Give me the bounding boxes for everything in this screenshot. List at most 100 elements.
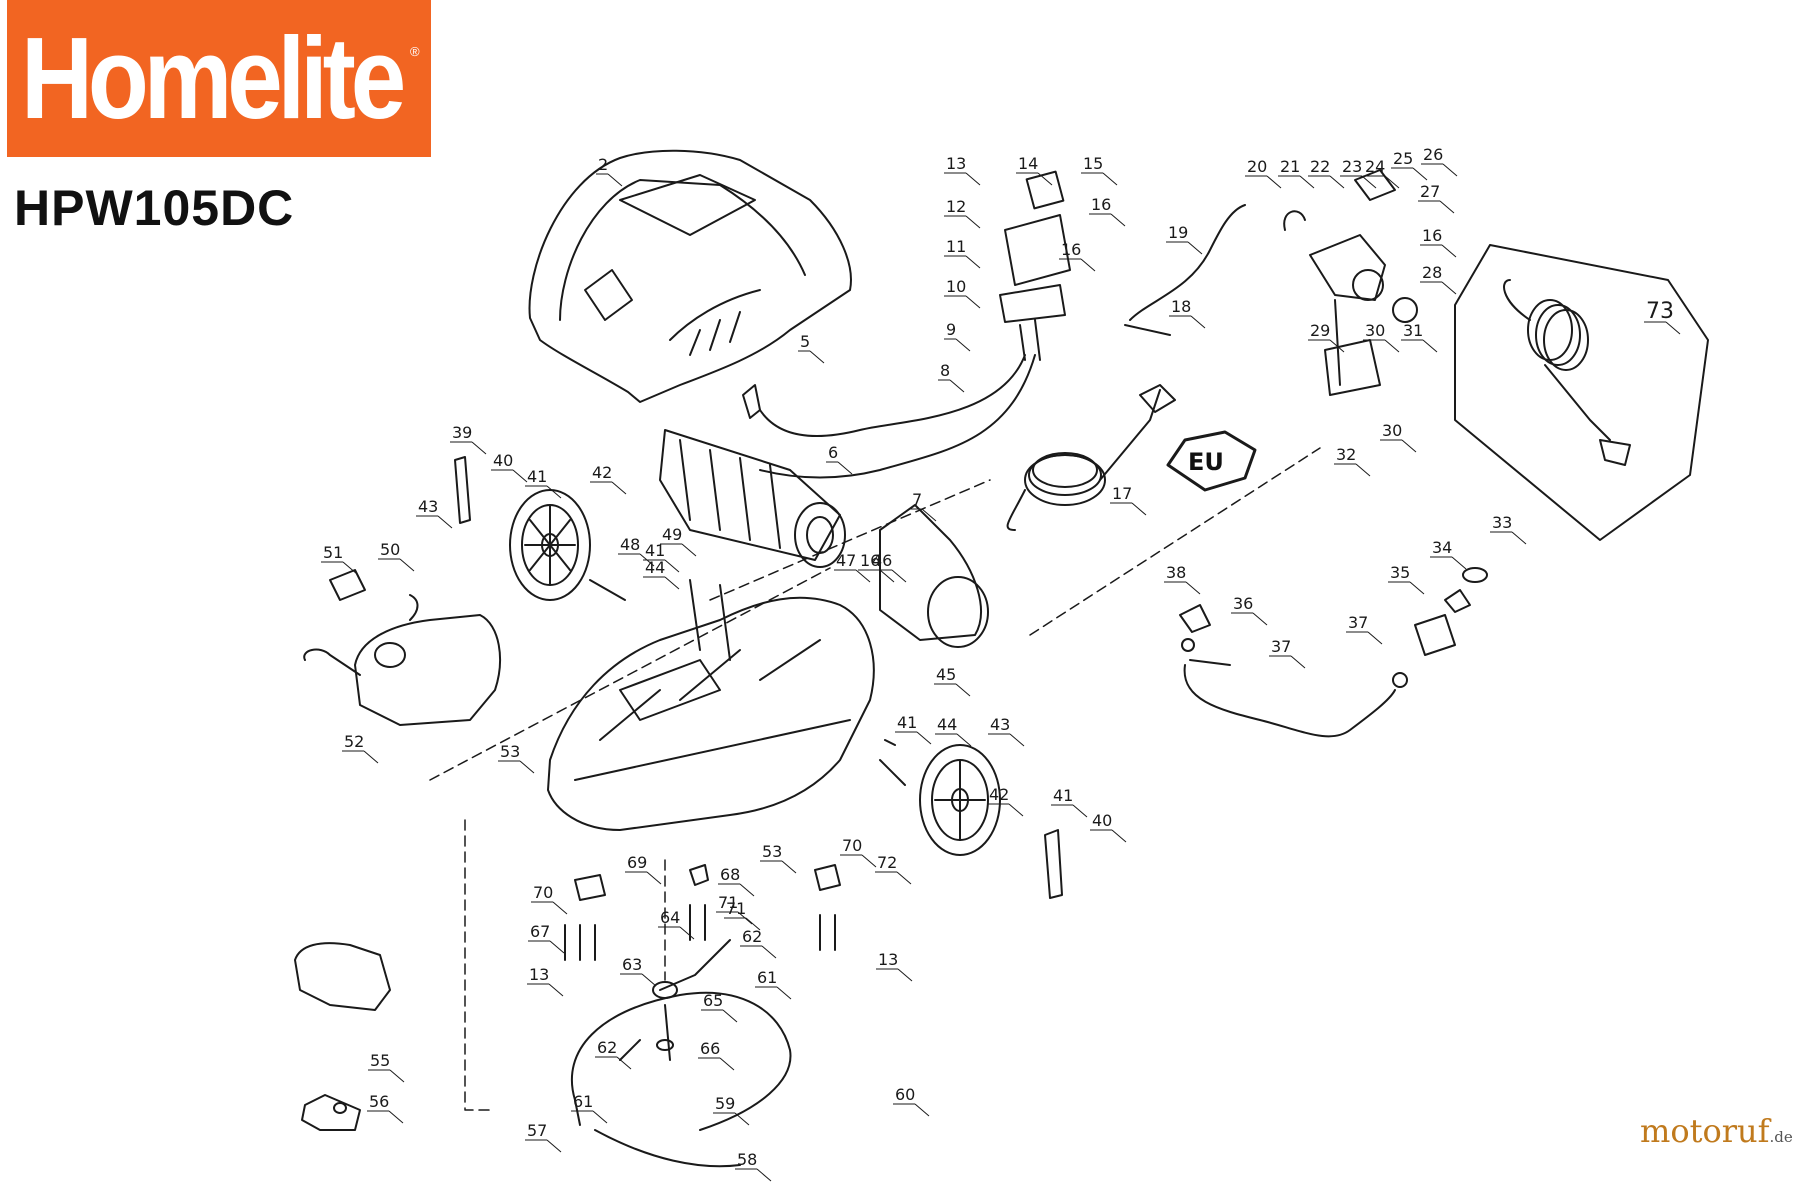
callout-number: 69 [627, 853, 647, 872]
callout-49: 49 [660, 525, 697, 557]
callout-number: 44 [937, 715, 957, 734]
callout-13: 13 [527, 965, 564, 997]
leader-line [734, 1112, 750, 1126]
callout-number: 36 [1233, 594, 1253, 613]
leader-line [891, 569, 907, 583]
callout-number: 39 [452, 423, 472, 442]
callout-30: 30 [1363, 321, 1400, 353]
leader-line [776, 986, 792, 1000]
callout-number: 13 [946, 154, 966, 173]
leader-line [949, 379, 965, 393]
callout-22: 22 [1308, 157, 1345, 189]
callout-61: 61 [755, 968, 792, 1000]
callout-71: 71 [724, 899, 761, 931]
callout-43: 43 [988, 715, 1025, 747]
callout-number: 72 [877, 853, 897, 872]
callout-32: 32 [1334, 445, 1371, 477]
leader-line [809, 350, 825, 364]
callout-number: 62 [597, 1038, 617, 1057]
callout-number: 38 [1166, 563, 1186, 582]
callout-number: 51 [323, 543, 343, 562]
callout-5: 5 [798, 332, 825, 364]
callout-47: 47 [834, 551, 871, 583]
leader-line [1110, 213, 1126, 227]
callout-number: 40 [1092, 811, 1112, 830]
callout-number: 19 [1168, 223, 1188, 242]
homelite-logo: Homelite ® [7, 0, 431, 157]
callout-number: 60 [895, 1085, 915, 1104]
callout-40: 40 [491, 451, 528, 483]
callout-53: 53 [498, 742, 535, 774]
callout-73: 73 [1644, 299, 1681, 335]
right-wheel-part [919, 744, 1001, 856]
callout-8: 8 [938, 361, 965, 393]
leader-line [646, 871, 662, 885]
leader-line [437, 515, 453, 529]
callout-25: 25 [1391, 149, 1428, 181]
eu-sign [1166, 430, 1257, 492]
callout-16: 16 [1089, 195, 1126, 227]
leader-line [641, 973, 657, 987]
callout-number: 59 [715, 1094, 735, 1113]
leader-line [1252, 612, 1268, 626]
callout-13: 13 [944, 154, 981, 186]
callout-6: 6 [826, 443, 853, 475]
callout-number: 32 [1336, 445, 1356, 464]
callout-number: 6 [828, 443, 838, 462]
callout-29: 29 [1308, 321, 1345, 353]
leader-line [916, 731, 932, 745]
leader-line [761, 945, 777, 959]
callout-23: 23 [1340, 157, 1377, 189]
leader-line [342, 561, 358, 575]
callout-number: 55 [370, 1051, 390, 1070]
callout-number: 37 [1271, 637, 1291, 656]
callout-16: 16 [1420, 226, 1457, 258]
switch-assembly-part [999, 170, 1071, 361]
callout-number: 37 [1348, 613, 1368, 632]
callout-number: 41 [645, 541, 665, 560]
callout-number: 73 [1646, 299, 1674, 324]
leader-line [897, 968, 913, 982]
callout-53: 53 [760, 842, 797, 874]
leader-line [1665, 321, 1681, 335]
callout-52: 52 [342, 732, 379, 764]
callout-72: 72 [875, 853, 912, 885]
callout-number: 12 [946, 197, 966, 216]
callout-number: 58 [737, 1150, 757, 1169]
watermark: motoruf.de [1640, 1112, 1793, 1150]
callout-9: 9 [944, 320, 971, 352]
leader-line [546, 1139, 562, 1153]
callout-number: 21 [1280, 157, 1300, 176]
callout-62: 62 [595, 1038, 632, 1070]
leader-line [1008, 803, 1024, 817]
leader-line [719, 1057, 735, 1071]
handle-foot-part [294, 942, 391, 1131]
callout-number: 49 [662, 525, 682, 544]
callout-36: 36 [1231, 594, 1268, 626]
callout-37: 37 [1269, 637, 1306, 669]
leader-line [1329, 339, 1345, 353]
callout-number: 7 [912, 490, 922, 509]
callout-7: 7 [910, 490, 937, 522]
leader-line [896, 871, 912, 885]
callout-44: 44 [935, 715, 972, 747]
callout-62: 62 [740, 927, 777, 959]
callout-number: 15 [1083, 154, 1103, 173]
callout-number: 29 [1310, 321, 1330, 340]
callout-19: 19 [1166, 223, 1203, 255]
leader-line [1384, 175, 1400, 189]
motor-assembly-part [659, 384, 846, 568]
callout-number: 48 [620, 535, 640, 554]
callout-number: 43 [990, 715, 1010, 734]
callout-number: 13 [878, 950, 898, 969]
bracket-strip-left [454, 456, 471, 524]
brand-name: Homelite [21, 13, 406, 143]
leader-line [1409, 581, 1425, 595]
callout-12: 12 [944, 197, 981, 229]
callout-42: 42 [987, 785, 1024, 817]
leader-line [1355, 463, 1371, 477]
callout-number: 25 [1393, 149, 1413, 168]
callout-24: 24 [1363, 157, 1400, 189]
callout-number: 68 [720, 865, 740, 884]
callout-58: 58 [735, 1150, 772, 1182]
